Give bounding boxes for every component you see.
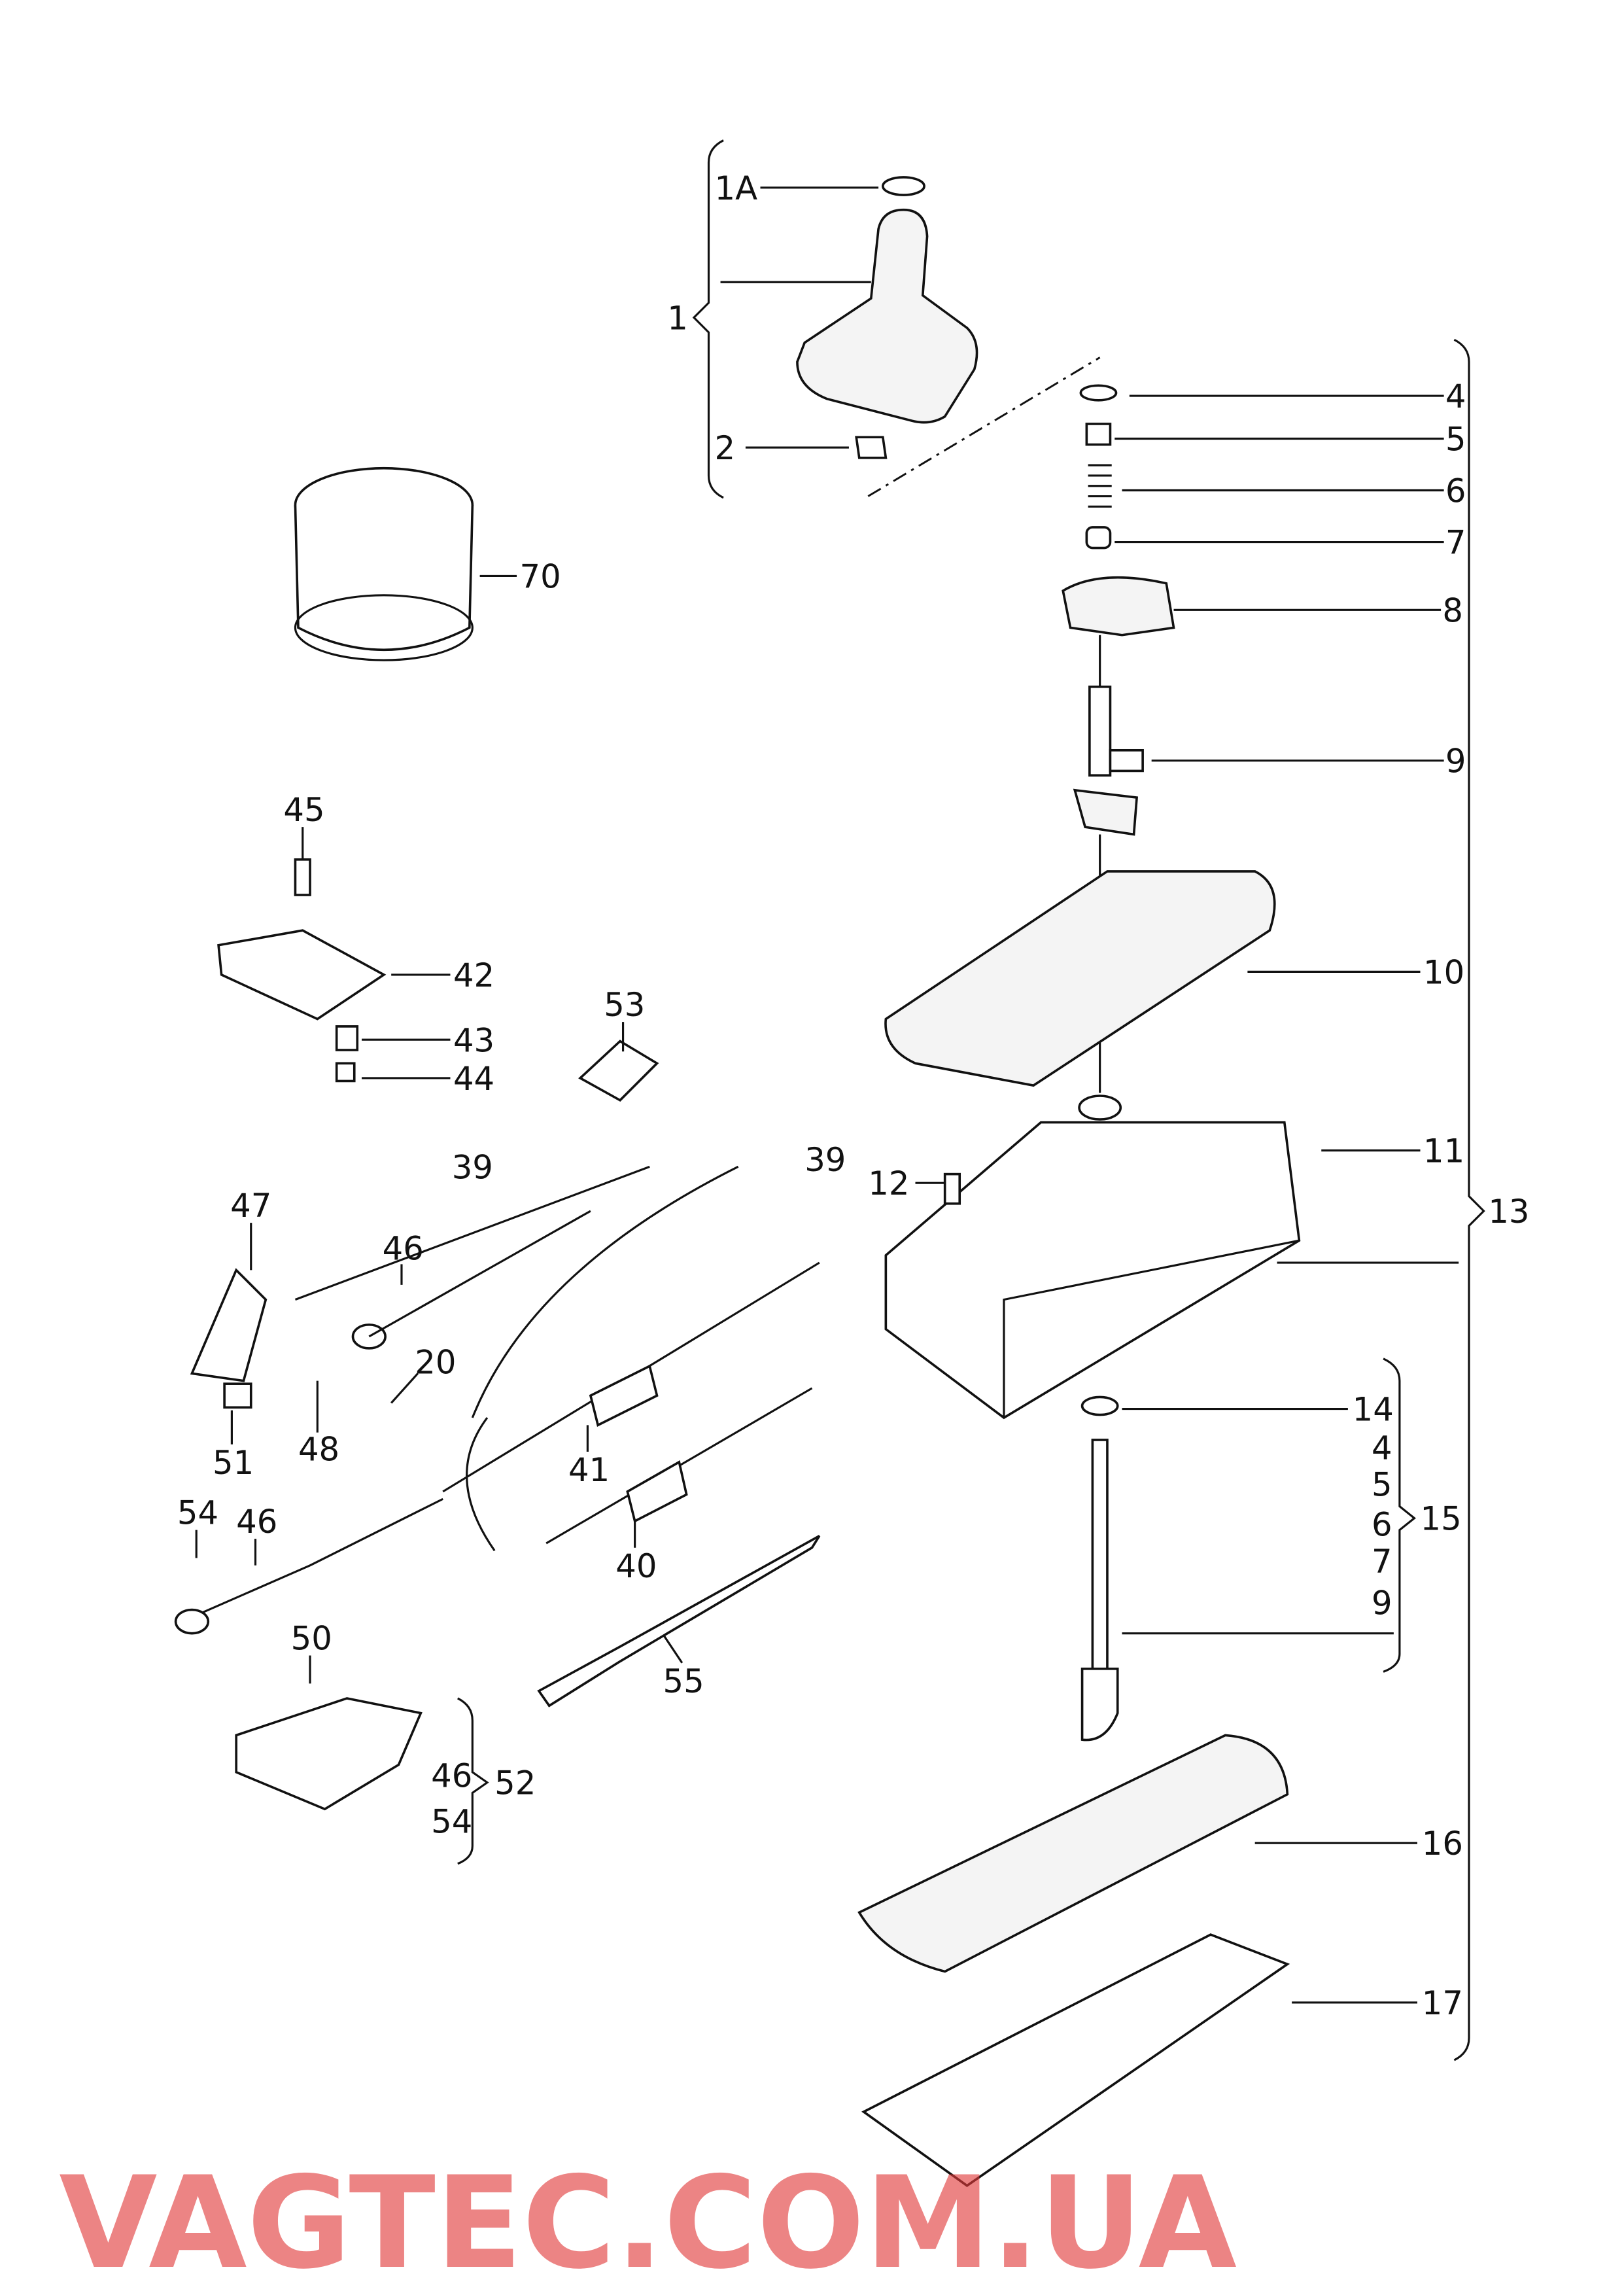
callout: 52 — [494, 1764, 536, 1802]
callout: 51 — [213, 1444, 254, 1482]
callout: 45 — [283, 791, 324, 829]
callout: 9 — [1445, 743, 1466, 780]
bracket-52 — [457, 1697, 489, 1865]
callout-labels: 1A 1 2 4 5 6 7 8 9 10 11 12 13 14 4 5 6 … — [177, 169, 1530, 2022]
callout: 17 — [1422, 1984, 1463, 2022]
callout: 5 — [1445, 421, 1466, 459]
part-70-sleeve — [294, 466, 474, 661]
shift-lever-parts — [1062, 384, 1175, 1093]
leader-lines — [195, 186, 1459, 2004]
callout: 10 — [1423, 953, 1464, 991]
callout: 2 — [715, 429, 736, 467]
callout: 16 — [1422, 1825, 1463, 1863]
bracket-15 — [1383, 1358, 1416, 1673]
callout: 70 — [520, 557, 561, 595]
callout: 50 — [291, 1619, 332, 1657]
part-16-insulation — [857, 1734, 1289, 1973]
callout: 1A — [715, 169, 758, 207]
callout: 15 — [1420, 1500, 1461, 1538]
callout: 41 — [568, 1451, 610, 1489]
callout: 7 — [1445, 524, 1466, 562]
bracket-1 — [692, 139, 724, 499]
shift-cables — [174, 1165, 820, 1635]
callout: 13 — [1488, 1193, 1529, 1231]
callout: 12 — [868, 1165, 909, 1202]
callout: 46 — [383, 1230, 424, 1268]
callout: 39 — [452, 1148, 493, 1186]
part-17-cover — [861, 1933, 1290, 2188]
callout: 48 — [298, 1431, 339, 1469]
part-15-lever-shaft — [1080, 1439, 1119, 1742]
callout: 46 — [236, 1503, 277, 1541]
gear-knob-boot — [796, 176, 978, 459]
callout: 54 — [431, 1802, 472, 1840]
callout: 4 — [1372, 1429, 1392, 1467]
callout: 39 — [804, 1141, 846, 1179]
callout: 43 — [453, 1021, 494, 1059]
callout: 1 — [667, 299, 688, 337]
callout: 6 — [1445, 472, 1466, 510]
watermark: VAGTEC.COM.UA — [59, 2149, 1237, 2295]
callout: 20 — [415, 1343, 456, 1381]
callout: 53 — [604, 986, 645, 1024]
callout: 11 — [1423, 1132, 1464, 1170]
callout: 9 — [1372, 1584, 1392, 1622]
callout: 4 — [1445, 377, 1466, 415]
bracket-13 — [1453, 338, 1485, 2061]
callout: 8 — [1442, 591, 1463, 629]
callout: 54 — [177, 1494, 218, 1532]
callout: 14 — [1353, 1391, 1394, 1429]
callout: 42 — [453, 956, 494, 994]
callout: 5 — [1372, 1466, 1392, 1504]
callout: 40 — [615, 1547, 657, 1585]
brackets-small-parts — [190, 858, 821, 1811]
callout: 7 — [1372, 1543, 1392, 1581]
callout: 44 — [453, 1060, 494, 1098]
callout: 55 — [663, 1662, 704, 1700]
part-13-shift-housing — [884, 1095, 1301, 1420]
callout: 47 — [230, 1187, 271, 1225]
part-14-washer — [1080, 1395, 1119, 1416]
part-10-gasket — [884, 870, 1276, 1087]
callout: 6 — [1372, 1506, 1392, 1544]
callout: 46 — [431, 1757, 472, 1795]
